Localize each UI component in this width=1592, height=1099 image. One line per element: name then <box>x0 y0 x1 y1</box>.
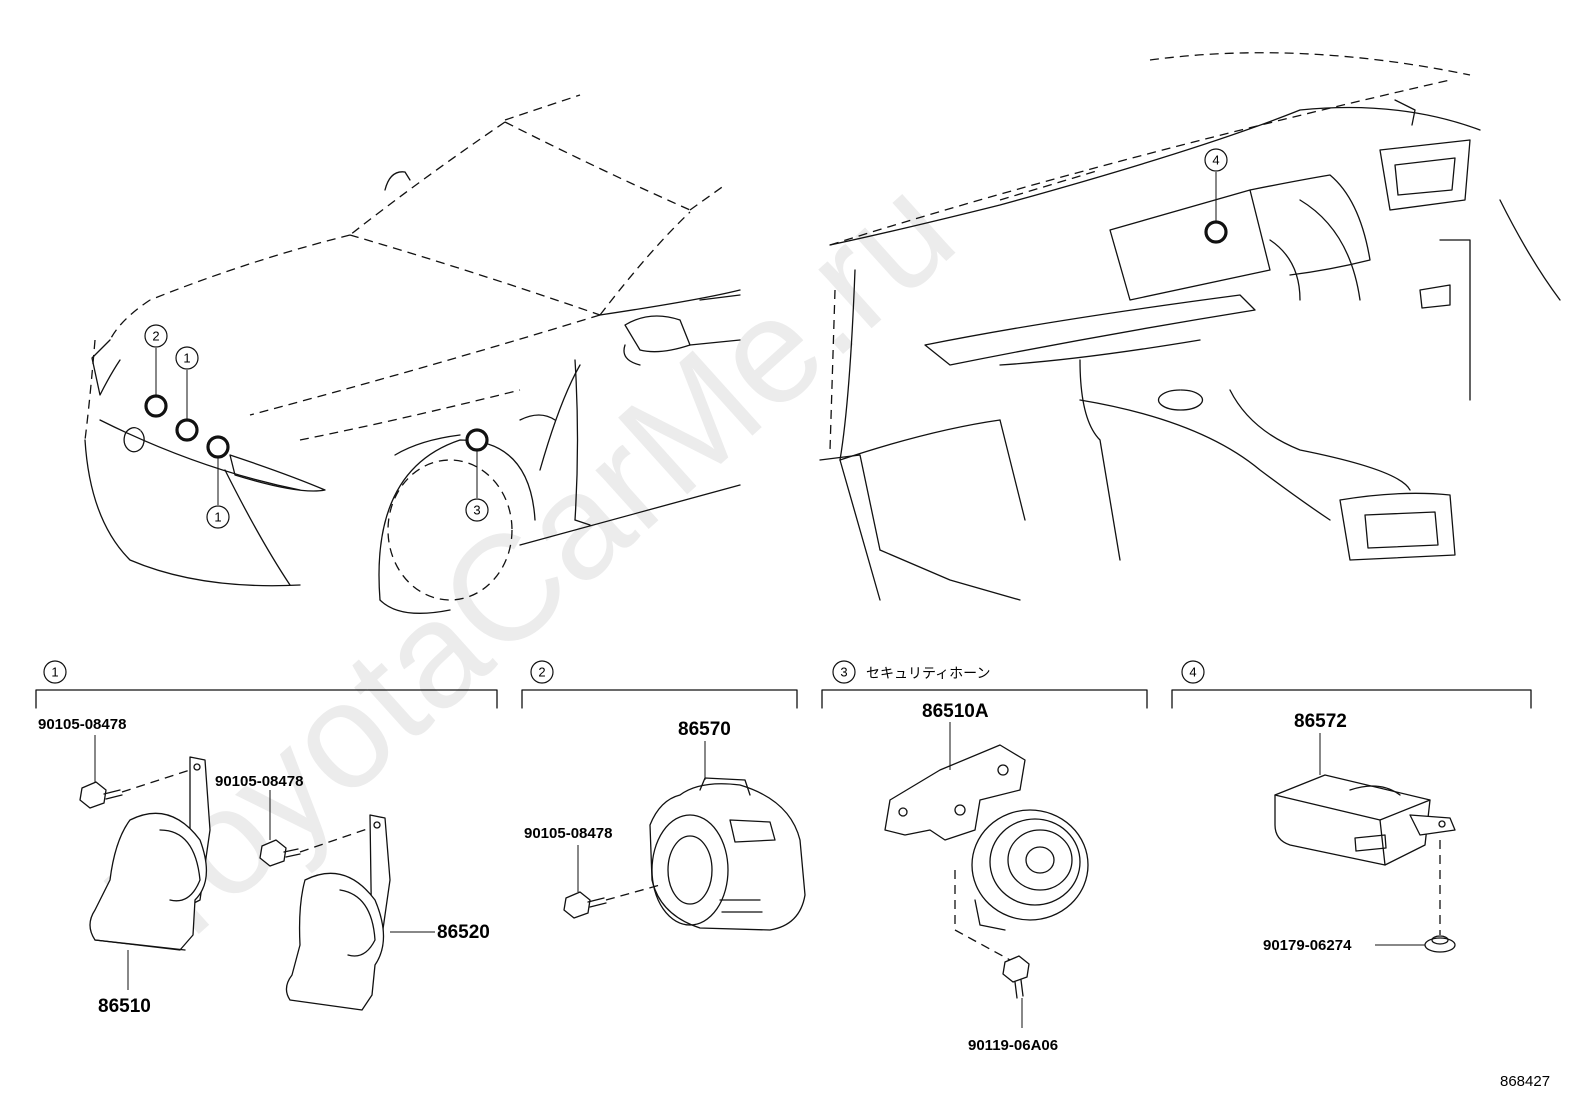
location-marks-interior: 4 <box>1204 148 1228 244</box>
mark-horn-low <box>175 418 199 442</box>
section-1-badge <box>43 660 67 684</box>
svg-text:1: 1 <box>51 665 58 680</box>
part-horn-86520 <box>285 814 391 1011</box>
svg-text:4: 4 <box>1189 665 1196 680</box>
section-2: 2 <box>521 660 798 709</box>
car-exterior-illustration <box>84 94 741 614</box>
bolt-icon-s1-a <box>79 781 123 809</box>
part-86572 <box>1274 774 1456 866</box>
part-label-90119-06A06: 90119-06A06 <box>968 1037 1058 1054</box>
diagram-reference-number: 868427 <box>1500 1073 1550 1090</box>
svg-text:3: 3 <box>840 665 847 680</box>
callout-4-interior: 4 <box>1204 148 1228 172</box>
section-4-badge <box>1181 660 1205 684</box>
svg-text:1: 1 <box>183 351 190 366</box>
part-label-86510A: 86510A <box>922 701 989 722</box>
mark-security-horn <box>465 428 489 452</box>
part-label-90105-08478-a: 90105-08478 <box>38 716 126 733</box>
part-label-86510: 86510 <box>98 996 151 1017</box>
callout-1-car-top: 1 <box>175 346 199 370</box>
section-2-badge <box>530 660 554 684</box>
svg-text:2: 2 <box>152 329 159 344</box>
nut-icon-s4 <box>1424 935 1456 953</box>
part-86570 <box>649 777 806 931</box>
part-label-86570: 86570 <box>678 719 731 740</box>
bolt-icon-s2 <box>563 891 607 919</box>
svg-text:4: 4 <box>1212 153 1219 168</box>
location-marks-exterior: 2 1 1 3 <box>144 324 489 529</box>
section-3-note: セキュリティホーン <box>866 666 990 682</box>
callout-3-car: 3 <box>465 498 489 522</box>
part-label-90105-08478-b: 90105-08478 <box>215 773 303 790</box>
watermark: ToyotaCarMe.ru <box>79 145 984 984</box>
part-label-90179-06274: 90179-06274 <box>1263 937 1352 954</box>
part-label-86572: 86572 <box>1294 711 1347 732</box>
section-3-badge <box>832 660 856 684</box>
part-security-horn-86510A <box>884 744 1089 931</box>
section-4: 4 <box>1171 660 1532 709</box>
bolt-icon-s3 <box>1002 955 1030 999</box>
svg-text:3: 3 <box>473 503 480 518</box>
svg-text:1: 1 <box>214 510 221 525</box>
part-label-86520: 86520 <box>437 922 490 943</box>
mark-horn-high <box>144 394 168 418</box>
bolt-icon-s1-b <box>259 839 301 867</box>
car-interior-illustration <box>819 52 1561 601</box>
part-horn-86510 <box>89 756 211 951</box>
callout-1-car-bottom: 1 <box>206 505 230 529</box>
mark-horn-control-unit <box>1204 220 1228 244</box>
part-label-90105-08478-c: 90105-08478 <box>524 825 612 842</box>
section-3: 3 セキュリティホーン <box>821 660 1148 709</box>
svg-text:2: 2 <box>538 665 545 680</box>
callout-2-car: 2 <box>144 324 168 348</box>
section-1: 1 <box>35 660 498 709</box>
mark-horn-low-b <box>206 435 230 459</box>
